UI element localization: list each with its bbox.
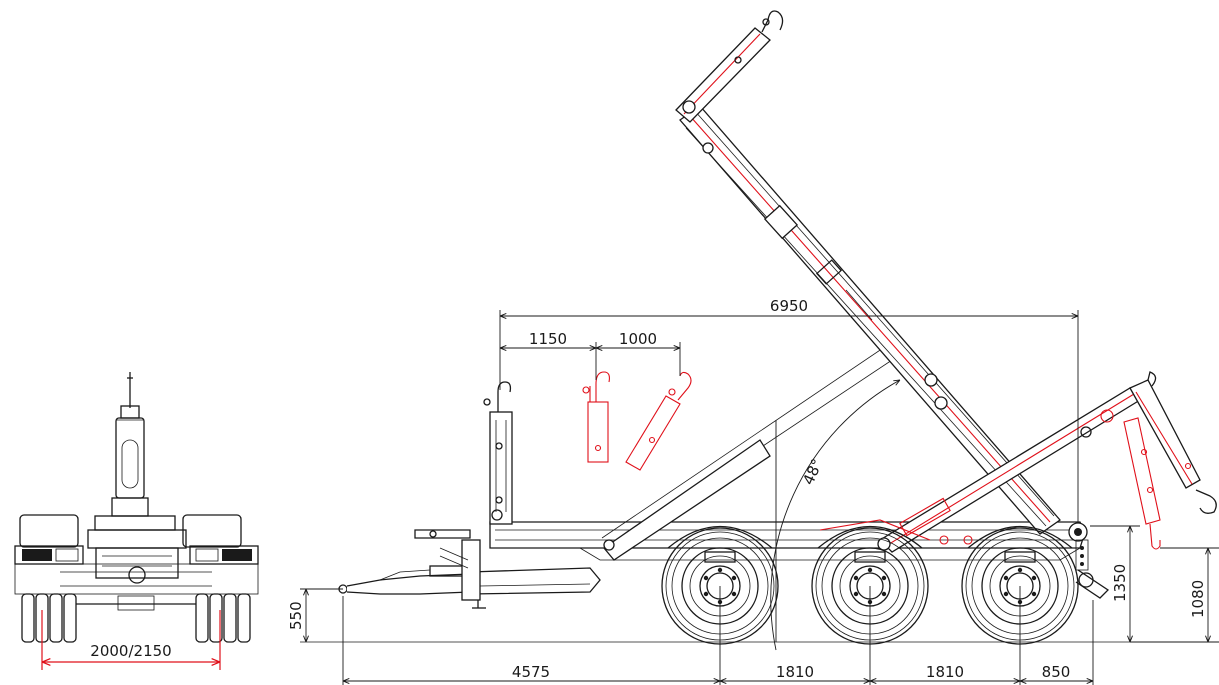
track-width-label: 2000/2150 bbox=[90, 642, 171, 660]
running-gear bbox=[661, 525, 1079, 645]
dim-hook-offset-2: 1000 bbox=[619, 330, 657, 348]
dim-hook-offset-1: 1150 bbox=[529, 330, 567, 348]
dim-drawbar-to-axle1: 4575 bbox=[512, 663, 550, 681]
dim-overall-hook-reach: 6950 bbox=[770, 297, 808, 315]
dim-frame-height: 1350 bbox=[1111, 564, 1129, 602]
dim-drawbar-height: 550 bbox=[287, 601, 305, 630]
dim-axle1-to-axle2: 1810 bbox=[776, 663, 814, 681]
rear-view: 2000/2150 bbox=[14, 372, 259, 670]
dim-rear-height: 1080 bbox=[1189, 580, 1207, 618]
front-hook-arm bbox=[483, 381, 513, 525]
dim-axle2-to-axle3: 1810 bbox=[926, 663, 964, 681]
dim-rear-overhang: 850 bbox=[1042, 663, 1071, 681]
drawbar bbox=[338, 529, 601, 609]
dimensions: 6950 1150 1000 48° 550 1350 1080 bbox=[287, 297, 1219, 685]
hook-positions bbox=[582, 371, 692, 471]
side-view: 6950 1150 1000 48° 550 1350 1080 bbox=[287, 10, 1219, 685]
dim-tipping-angle: 48° bbox=[799, 456, 826, 488]
tipping-linkage bbox=[819, 371, 1217, 553]
raised-hook-arm bbox=[675, 10, 1061, 535]
